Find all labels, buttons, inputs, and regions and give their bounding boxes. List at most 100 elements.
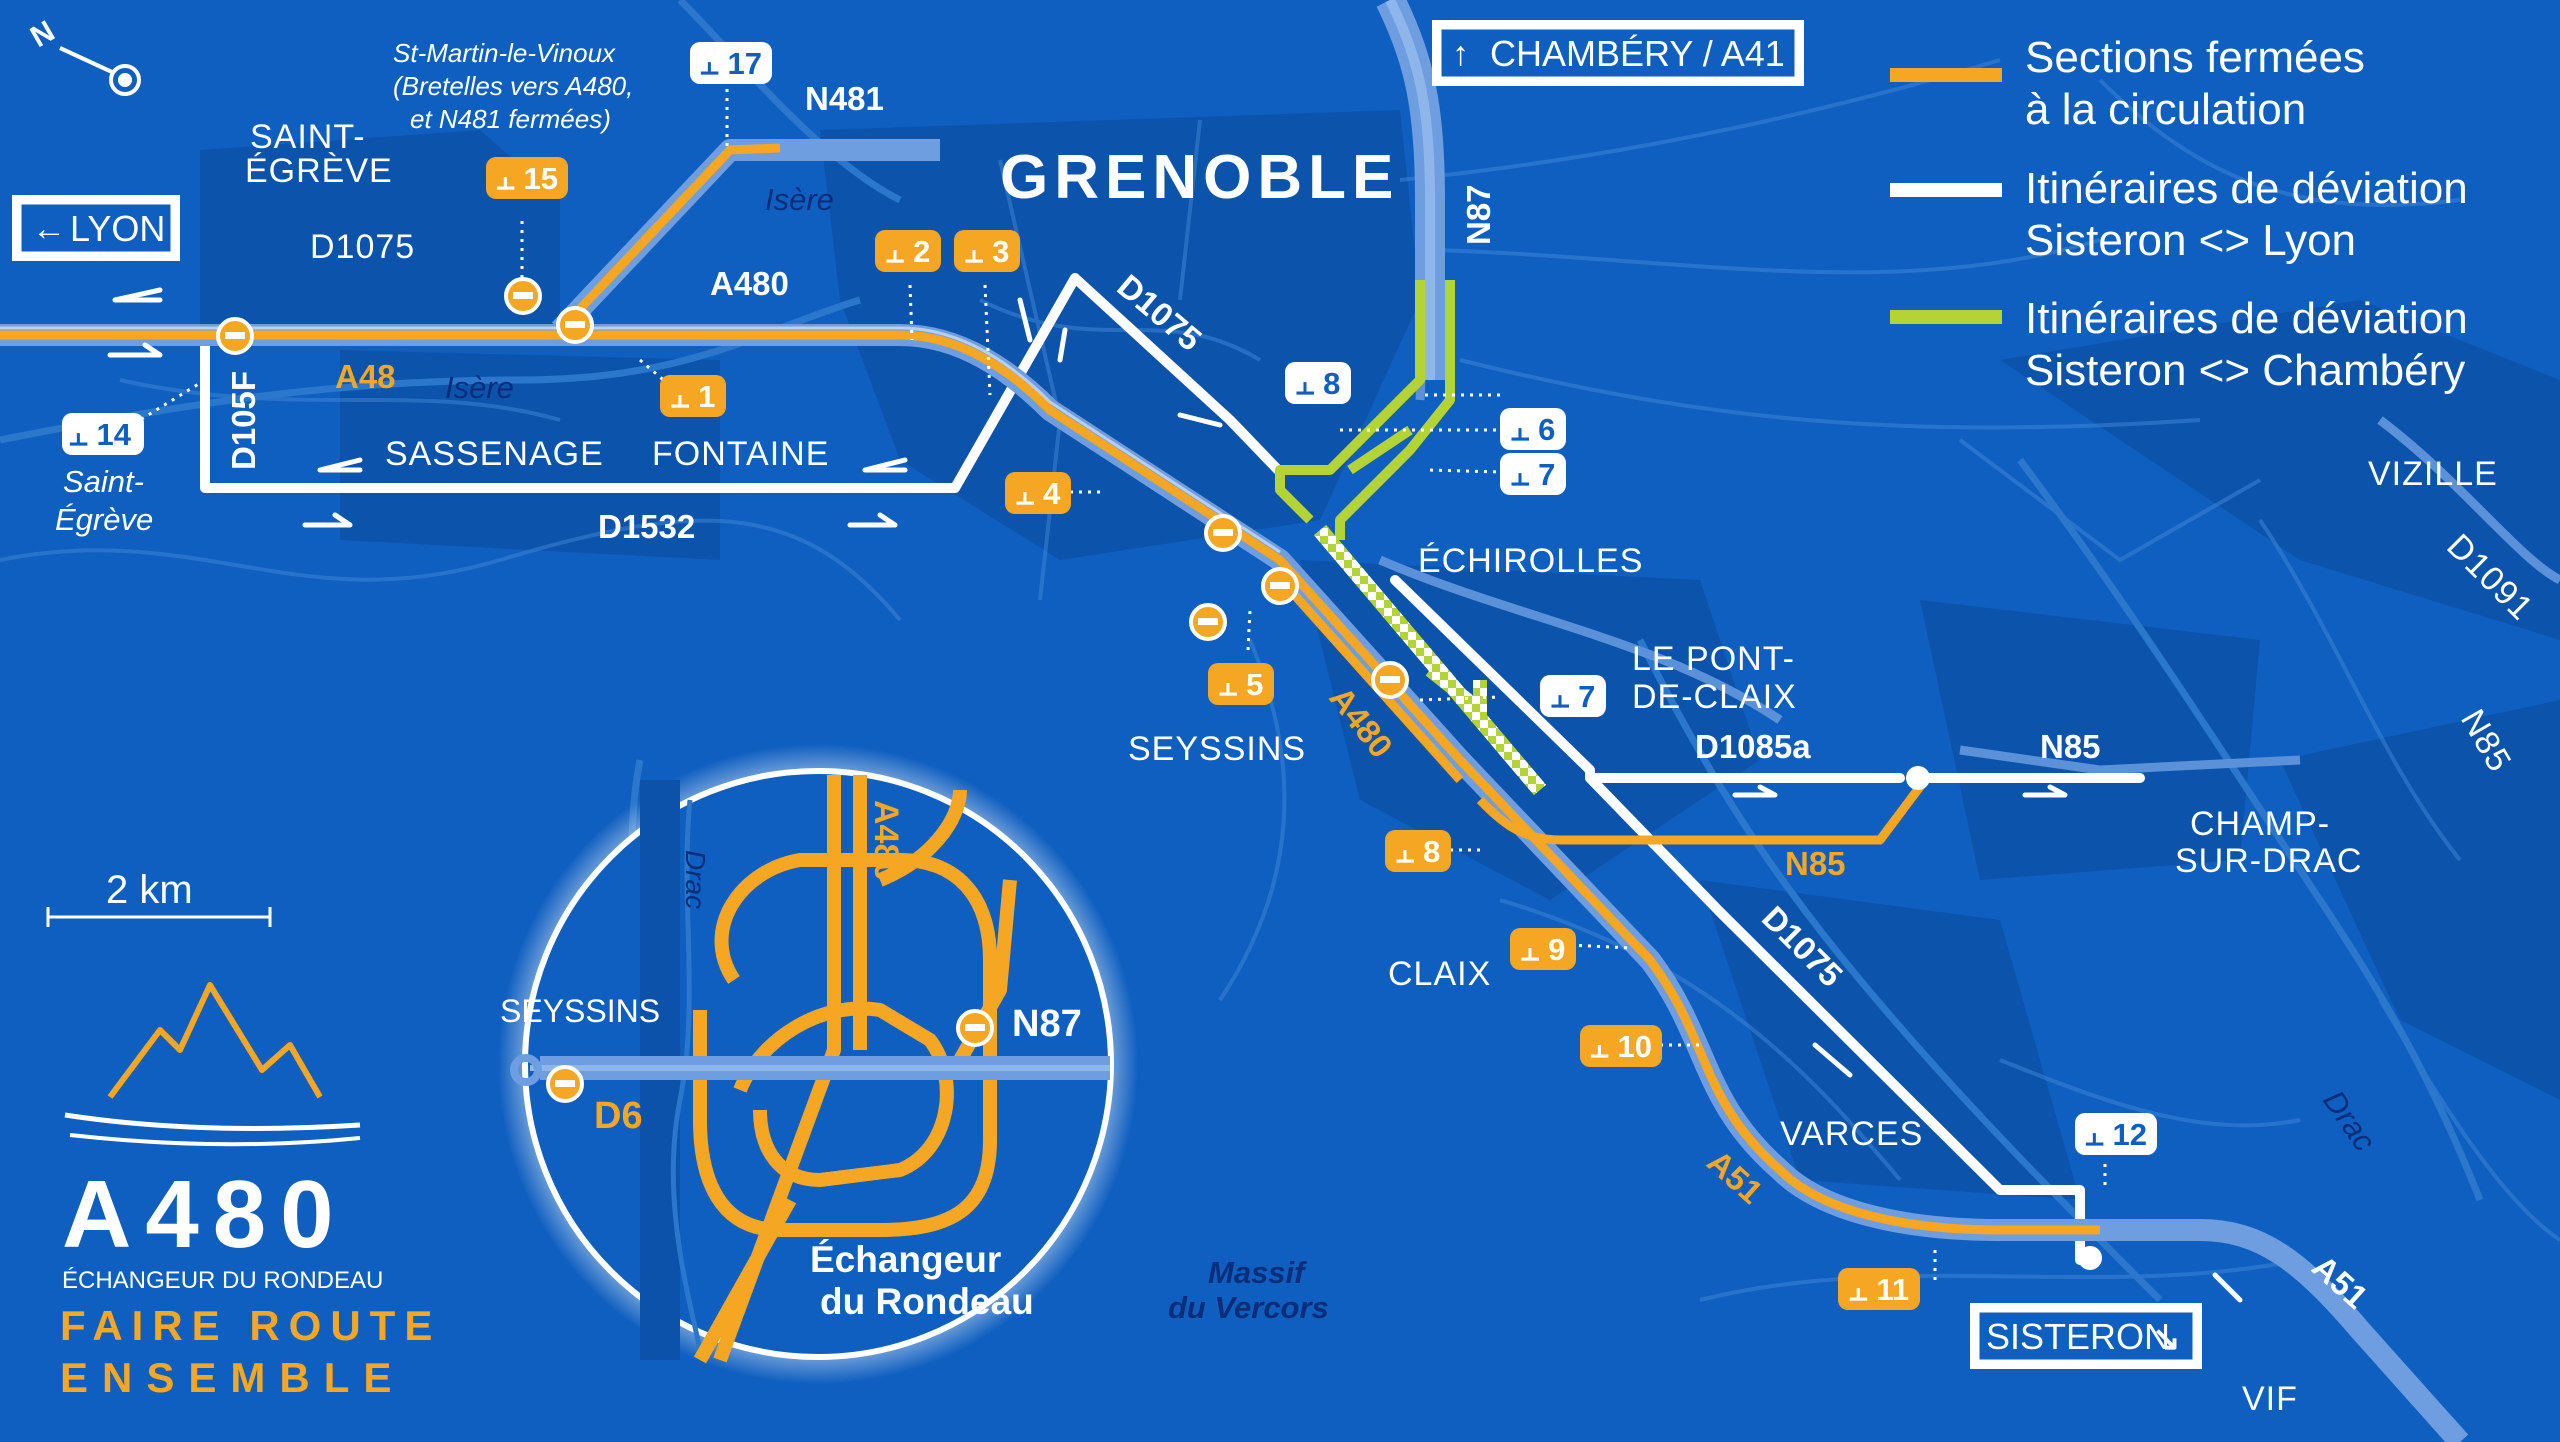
n481-label: N481: [805, 80, 884, 117]
exit-badge-10: ⫠ 10: [1580, 1025, 1662, 1067]
town-saint-egreve-2: ÉGRÈVE: [245, 152, 393, 190]
d1085a-label: D1085a: [1695, 728, 1811, 765]
inset-n87-label: N87: [1012, 1003, 1082, 1045]
svg-text:⫠ 7: ⫠ 7: [1511, 457, 1556, 492]
closure-marker: [1371, 661, 1409, 699]
closed-sections: [0, 139, 2469, 1442]
mountain-logo-icon: [107, 982, 323, 1099]
svg-text:⫠ 15: ⫠ 15: [496, 161, 558, 196]
closure-marker: [504, 277, 542, 315]
arrow-down-right-icon: ↘: [2152, 1320, 2181, 1358]
note-line-1: St-Martin-le-Vinoux: [393, 38, 616, 68]
legend-swatch-closed: [1890, 68, 2002, 82]
arrow-up-icon: ↑: [1452, 35, 1469, 73]
town-echirolles: ÉCHIROLLES: [1418, 542, 1643, 580]
n87-road: [1376, 0, 1445, 380]
inset-drac-label: Drac: [680, 850, 711, 909]
town-saint-egreve-italic-1: Saint-: [63, 464, 144, 499]
svg-text:⫠ 7: ⫠ 7: [1551, 679, 1596, 714]
closure-marker: [1204, 514, 1242, 552]
inset-d6-label: D6: [594, 1095, 643, 1137]
n87-label: N87: [1460, 184, 1497, 245]
svg-text:⫠ 6: ⫠ 6: [1511, 412, 1556, 447]
legend-swatch-chambery: [1890, 310, 2002, 324]
exit-badge-12: ⫠ 12: [2075, 1113, 2157, 1155]
legend-chambery-1: Itinéraires de déviation: [2025, 294, 2468, 343]
inset-title-1: Échangeur: [810, 1239, 1001, 1280]
detour-chambery-checkered-2: [1425, 664, 1487, 725]
svg-text:⫠ 4: ⫠ 4: [1016, 476, 1061, 511]
brand-slogan-1: FAIRE ROUTE: [60, 1302, 441, 1349]
legend-lyon-1: Itinéraires de déviation: [2025, 164, 2468, 213]
town-vif: VIF: [2242, 1380, 2298, 1418]
exit-badge-6: ⫠ 6: [1500, 408, 1566, 450]
massif-1: Massif: [1208, 1255, 1307, 1290]
brand-block: A480 ÉCHANGEUR DU RONDEAU FAIRE ROUTE EN…: [60, 982, 441, 1401]
exit-badge-5: ⫠ 5: [1208, 663, 1274, 705]
sign-lyon: ← LYON: [12, 195, 180, 261]
exit-badge-17: ⫠ 17: [690, 42, 772, 84]
svg-text:⫠ 3: ⫠ 3: [965, 234, 1010, 269]
town-fontaine: FONTAINE: [652, 435, 829, 473]
svg-text:⫠ 5: ⫠ 5: [1219, 667, 1264, 702]
town-claix: CLAIX: [1388, 955, 1491, 993]
sign-sisteron-label: SISTERON: [1986, 1316, 2170, 1357]
inset-a480-label: A480: [867, 800, 905, 881]
svg-text:⫠ 1: ⫠ 1: [671, 379, 716, 414]
arrow-left-icon: ←: [32, 210, 66, 248]
town-vizille: VIZILLE: [2368, 455, 2498, 493]
junction-dots: [1906, 766, 2102, 1270]
detour-chambery-route: [1275, 280, 1455, 540]
svg-text:⫠ 8: ⫠ 8: [1396, 834, 1441, 869]
city-grenoble: GRENOBLE: [1000, 143, 1399, 212]
sign-sisteron: SISTERON ↘: [1970, 1303, 2202, 1369]
town-labels: GRENOBLE SAINT- ÉGRÈVE D1075 SASSENAGE F…: [55, 118, 2498, 1418]
town-d1075-north: D1075: [310, 228, 415, 266]
svg-text:⫠ 11: ⫠ 11: [1849, 1272, 1909, 1307]
n85-east-label: N85: [2040, 728, 2101, 765]
brand-slogan-2: ENSEMBLE: [60, 1354, 405, 1401]
a480-label: A480: [710, 265, 789, 302]
leader-lines: [139, 80, 2107, 1280]
exit-badges: ⫠ 14 ⫠ 15 ⫠ 17 ⫠ 1 ⫠ 2 ⫠ 3 ⫠ 4 ⫠ 5 ⫠ 8 ⫠…: [62, 42, 2157, 1310]
sign-chambery: ↑ CHAMBÉRY / A41: [1432, 20, 1804, 86]
town-pont-de-claix-1: LE PONT-: [1632, 640, 1795, 678]
inset-title-2: du Rondeau: [820, 1281, 1034, 1322]
legend-closed-1: Sections fermées: [2025, 33, 2365, 82]
exit-badge-11: ⫠ 11: [1838, 1268, 1920, 1310]
sign-chambery-label: CHAMBÉRY / A41: [1490, 33, 1785, 74]
a48-label: A48: [335, 358, 396, 395]
exit-badge-8a: ⫠ 8: [1285, 362, 1351, 404]
n85-south-label: N85: [1785, 845, 1846, 882]
svg-text:⫠ 10: ⫠ 10: [1590, 1029, 1652, 1064]
inset-seyssins-label: SEYSSINS: [500, 993, 660, 1029]
detour-chambery-checkered: [1313, 524, 1547, 796]
svg-text:⫠ 9: ⫠ 9: [1521, 932, 1566, 967]
closure-marker: [956, 1009, 994, 1047]
legend-swatch-lyon: [1890, 183, 2002, 197]
street-network: [0, 58, 2560, 1302]
svg-text:⫠ 8: ⫠ 8: [1296, 366, 1341, 401]
exit-badge-15: ⫠ 15: [486, 157, 568, 199]
town-pont-de-claix-2: DE-CLAIX: [1632, 678, 1797, 716]
massif-2: du Vercors: [1168, 1290, 1329, 1325]
town-seyssins: SEYSSINS: [1128, 730, 1306, 768]
svg-text:⫠ 2: ⫠ 2: [886, 234, 931, 269]
exit-badge-9: ⫠ 9: [1510, 928, 1576, 970]
town-sassenage: SASSENAGE: [385, 435, 604, 473]
d105f-label: D105F: [225, 371, 262, 470]
sign-lyon-label: LYON: [70, 208, 165, 249]
note-line-2: (Bretelles vers A480,: [393, 71, 633, 101]
closure-marker: [216, 317, 254, 355]
legend-closed-2: à la circulation: [2025, 85, 2306, 134]
town-saint-egreve-italic-2: Égrève: [55, 502, 153, 537]
town-saint-egreve-1: SAINT-: [250, 118, 366, 156]
svg-text:⫠ 12: ⫠ 12: [2085, 1117, 2147, 1152]
brand-subtitle: ÉCHANGEUR DU RONDEAU: [62, 1267, 383, 1294]
scale-bar: 2 km: [46, 868, 272, 927]
legend-chambery-2: Sisteron <> Chambéry: [2025, 346, 2465, 395]
town-varces: VARCES: [1780, 1115, 1923, 1153]
river-isere-2: Isère: [445, 370, 514, 405]
legend: Sections fermées à la circulation Itinér…: [1890, 33, 2468, 395]
